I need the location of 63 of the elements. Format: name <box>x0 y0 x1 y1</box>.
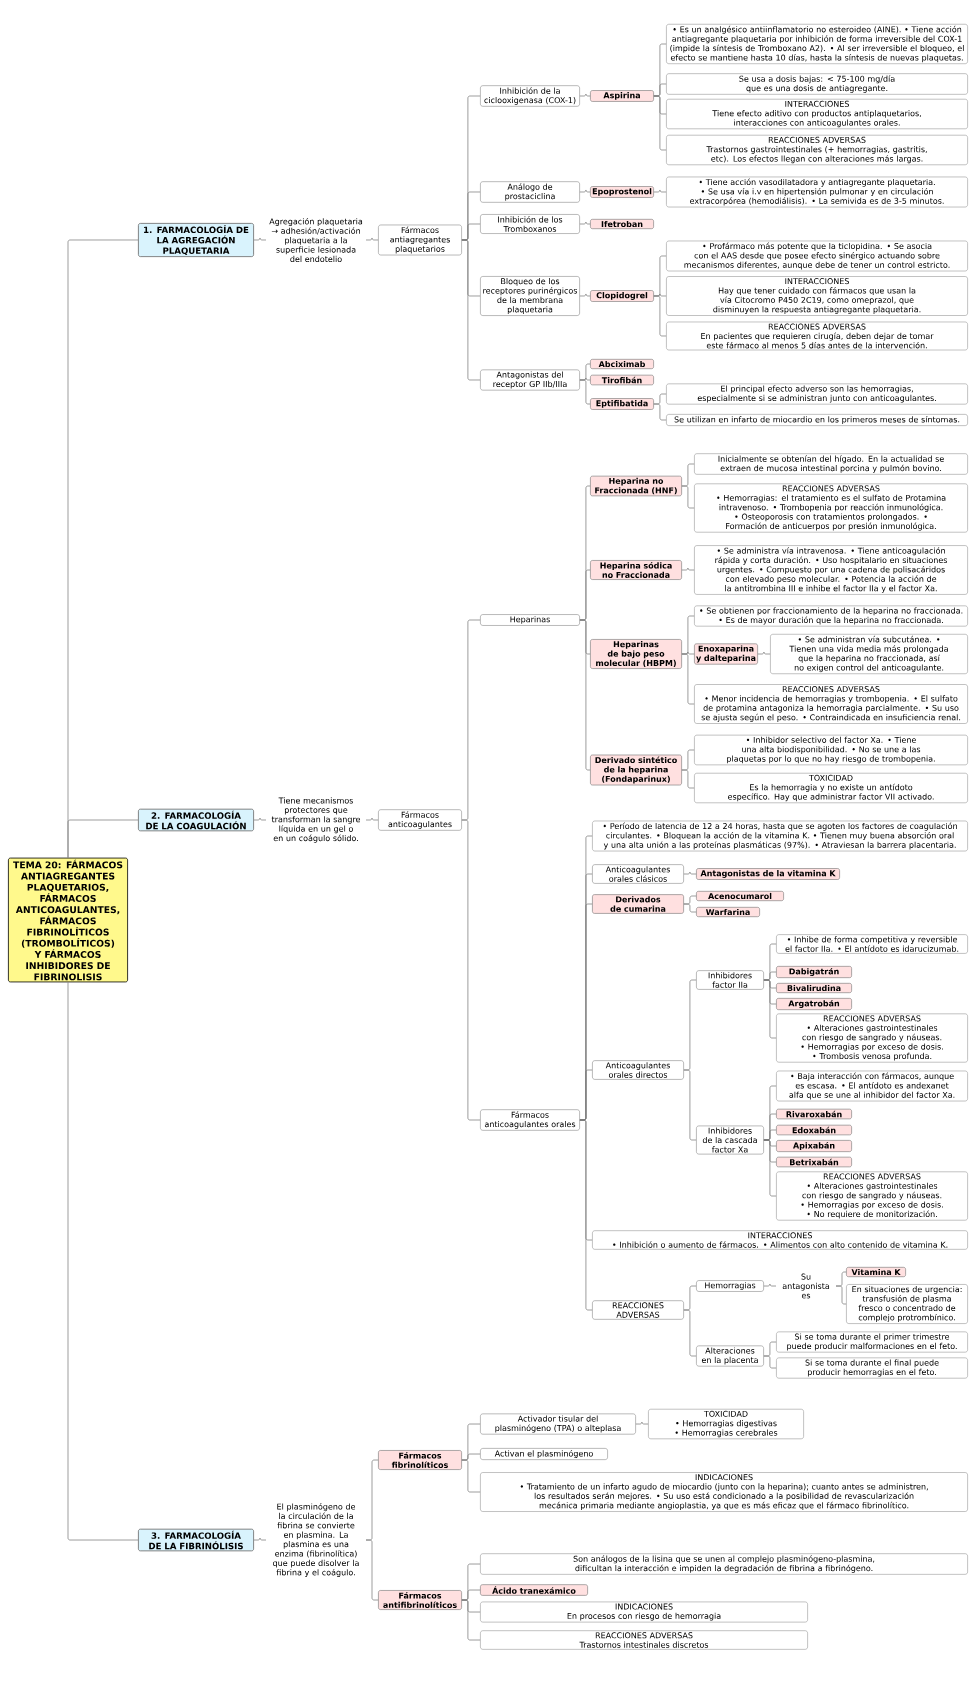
connector-line <box>461 1599 481 1641</box>
connector-line <box>579 363 591 381</box>
connector-line <box>683 979 697 1071</box>
connector-line <box>653 95 667 151</box>
connector-line <box>835 1271 847 1287</box>
connector-line <box>681 749 695 771</box>
connector-line <box>365 817 379 821</box>
connector-line <box>653 293 667 297</box>
connector-line <box>461 223 481 241</box>
connector-line <box>653 403 667 421</box>
connector-line <box>763 971 777 981</box>
connector-line <box>461 819 481 1121</box>
connector-line <box>461 1453 481 1461</box>
connector-line <box>253 817 267 821</box>
connector-line <box>681 769 695 789</box>
connector-line <box>683 1285 697 1311</box>
connector-line <box>683 903 697 913</box>
connector-line <box>253 1537 267 1541</box>
connector-line <box>365 1459 379 1541</box>
connector-line <box>683 1069 697 1141</box>
connector-line <box>579 619 591 771</box>
connector-line <box>461 1459 481 1493</box>
connector-line <box>681 485 695 509</box>
connector-line <box>365 237 379 241</box>
connector-line <box>683 1309 697 1357</box>
connector-line <box>681 615 695 655</box>
connector-line <box>757 651 771 655</box>
connector-line <box>579 377 591 381</box>
connector-line <box>835 1285 847 1305</box>
connector-line <box>681 463 695 487</box>
connector-line <box>579 189 591 193</box>
connector-line <box>763 979 777 1039</box>
connector-line <box>67 982 139 1541</box>
connector-line <box>579 293 591 297</box>
connector-line <box>763 1139 777 1197</box>
connector-line <box>681 653 695 705</box>
connector-line <box>461 1589 481 1601</box>
connector-line <box>579 1069 593 1121</box>
connector-line <box>681 651 695 655</box>
connector-line <box>579 569 591 621</box>
connector-line <box>461 1423 481 1461</box>
connector-line <box>683 895 697 905</box>
connector-line <box>653 255 667 297</box>
connector-line <box>461 239 481 381</box>
connector-line <box>763 1341 777 1357</box>
connector-line <box>579 1119 593 1311</box>
connector-line <box>681 567 695 571</box>
connector-line <box>579 379 591 405</box>
connector-line <box>635 1421 649 1425</box>
connector-line <box>579 221 591 225</box>
connector-line <box>653 295 667 337</box>
connector-line <box>653 83 667 97</box>
connector-line <box>763 1355 777 1369</box>
connector-line <box>653 393 667 405</box>
connector-line <box>253 237 267 241</box>
connector-line <box>67 819 139 858</box>
connector-line <box>579 93 591 97</box>
connector-line <box>365 1539 379 1601</box>
connector-line <box>763 1283 777 1287</box>
connector-line <box>683 871 697 875</box>
connector-line <box>653 189 667 193</box>
connector-line <box>763 1129 777 1141</box>
connector-line <box>461 619 481 821</box>
